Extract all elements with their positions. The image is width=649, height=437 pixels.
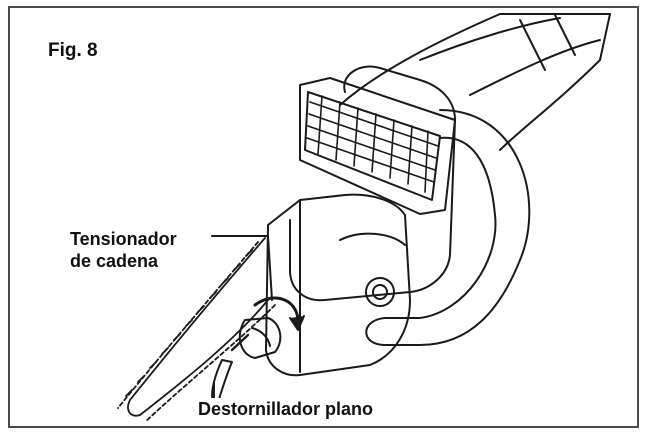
figure-label: Fig. 8	[48, 40, 98, 61]
tensioner-knob	[238, 317, 282, 359]
vent-grille	[306, 95, 439, 193]
callout-line-2: de cadena	[70, 251, 159, 271]
tensioner-leader-line	[211, 235, 273, 301]
figure-frame	[8, 6, 639, 428]
callout-line-1: Tensionador	[70, 229, 177, 249]
motor-housing	[289, 65, 456, 302]
side-knob	[365, 277, 395, 307]
chain-tensioner-callout: Tensionador de cadena	[70, 228, 177, 272]
guide-bar-chain	[117, 237, 276, 423]
vent-panel	[299, 77, 456, 215]
flat-screwdriver-callout: Destornillador plano	[196, 398, 376, 420]
rear-handle	[365, 109, 531, 346]
front-housing	[265, 193, 411, 377]
saw-body-upper	[339, 13, 611, 151]
figure-border	[8, 6, 639, 428]
